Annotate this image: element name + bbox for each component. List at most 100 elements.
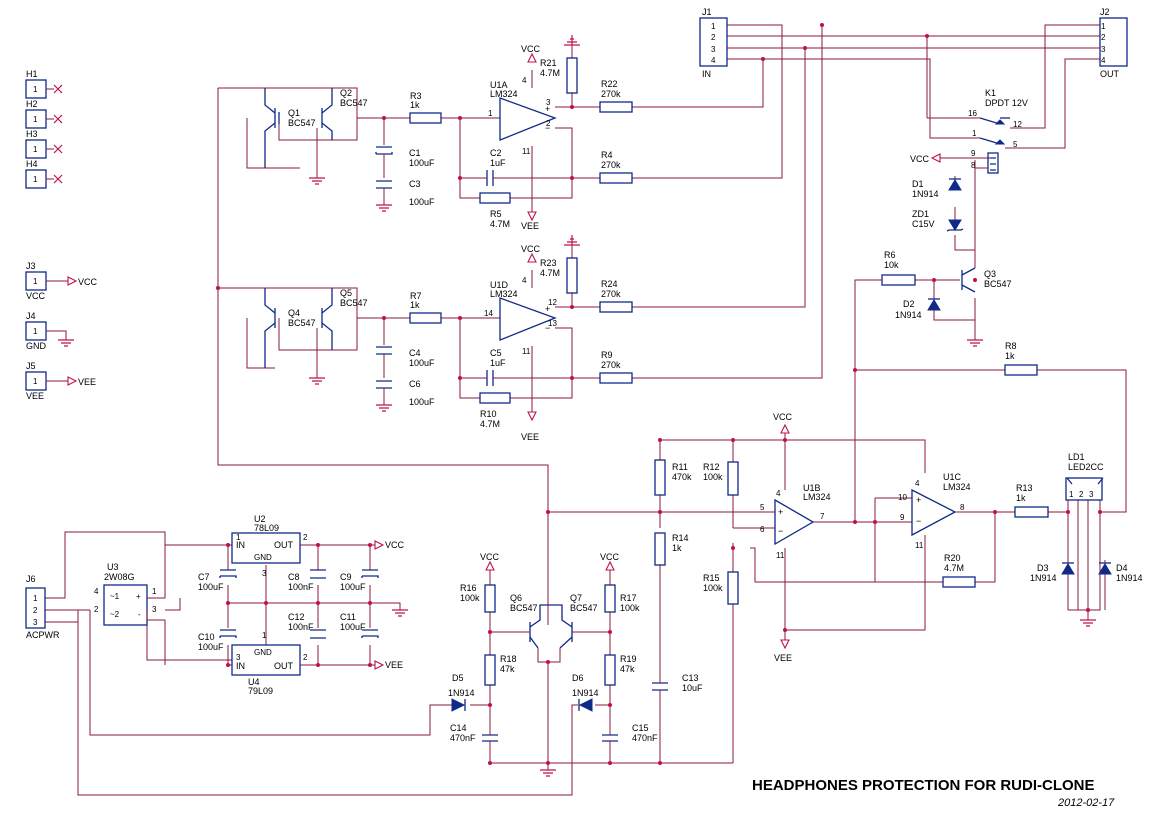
svg-text:1: 1 xyxy=(1101,22,1106,31)
svg-text:LM324: LM324 xyxy=(803,492,831,502)
led-ld1: LD1 LED2CC 1 2 3 xyxy=(1065,452,1104,501)
svg-text:R12: R12 xyxy=(703,462,720,472)
svg-text:R7: R7 xyxy=(410,291,422,301)
svg-text:9: 9 xyxy=(971,149,976,158)
transistor-q5: Q5 BC547 xyxy=(321,288,368,350)
svg-text:1k: 1k xyxy=(1016,493,1026,503)
svg-text:Q1: Q1 xyxy=(288,108,300,118)
ground-symbols xyxy=(309,35,1096,777)
svg-text:1k: 1k xyxy=(410,100,420,110)
svg-text:10k: 10k xyxy=(884,260,899,270)
svg-text:R17: R17 xyxy=(620,593,637,603)
svg-text:LED2CC: LED2CC xyxy=(1068,462,1104,472)
svg-text:C6: C6 xyxy=(409,379,421,389)
svg-text:100uF: 100uF xyxy=(409,358,435,368)
svg-text:1: 1 xyxy=(33,85,38,94)
svg-text:R15: R15 xyxy=(703,573,720,583)
svg-text:1N914: 1N914 xyxy=(572,688,599,698)
svg-text:2: 2 xyxy=(1101,33,1106,42)
svg-text:J3: J3 xyxy=(26,261,36,271)
svg-text:H2: H2 xyxy=(26,99,38,109)
svg-text:VCC: VCC xyxy=(78,277,98,287)
svg-text:1: 1 xyxy=(33,145,38,154)
svg-text:C8: C8 xyxy=(288,572,300,582)
svg-text:3: 3 xyxy=(236,653,241,662)
svg-text:4: 4 xyxy=(711,56,716,65)
svg-text:1N914: 1N914 xyxy=(895,310,922,320)
mounting-holes: H1 1 H2 1 H3 1 H4 1 xyxy=(25,69,63,189)
svg-text:2: 2 xyxy=(94,605,99,614)
svg-text:100k: 100k xyxy=(460,593,480,603)
svg-text:1: 1 xyxy=(236,533,241,542)
connector-j3: J3 1 VCC VCC xyxy=(25,261,98,301)
svg-text:LM324: LM324 xyxy=(490,89,518,99)
svg-text:D5: D5 xyxy=(452,673,464,683)
svg-text:IN: IN xyxy=(236,540,245,550)
svg-text:+: + xyxy=(136,592,141,601)
svg-text:1: 1 xyxy=(33,115,38,124)
transistor-q1: Q1 BC547 xyxy=(264,88,316,168)
svg-text:R23: R23 xyxy=(540,258,557,268)
svg-text:3: 3 xyxy=(546,98,551,107)
svg-text:1N914: 1N914 xyxy=(912,189,939,199)
svg-text:Q5: Q5 xyxy=(340,288,352,298)
svg-text:−: − xyxy=(916,516,921,526)
svg-text:R18: R18 xyxy=(500,654,517,664)
svg-text:U1A: U1A xyxy=(490,80,508,90)
svg-text:11: 11 xyxy=(522,147,531,156)
svg-text:J6: J6 xyxy=(26,574,36,584)
svg-text:5: 5 xyxy=(1013,140,1018,149)
svg-text:K1: K1 xyxy=(985,88,996,98)
svg-text:C14: C14 xyxy=(450,723,467,733)
svg-text:ACPWR: ACPWR xyxy=(26,630,60,640)
svg-text:U1C: U1C xyxy=(943,472,962,482)
svg-text:3: 3 xyxy=(152,605,157,614)
svg-text:VEE: VEE xyxy=(26,391,44,401)
svg-text:-: - xyxy=(138,610,141,619)
svg-text:2: 2 xyxy=(1079,490,1084,499)
svg-text:VEE: VEE xyxy=(385,660,403,670)
svg-text:2: 2 xyxy=(33,606,38,615)
svg-text:H1: H1 xyxy=(26,69,38,79)
svg-text:9: 9 xyxy=(900,513,905,522)
svg-text:10uF: 10uF xyxy=(682,683,703,693)
svg-text:C1: C1 xyxy=(409,148,421,158)
svg-text:VEE: VEE xyxy=(78,377,96,387)
svg-text:H3: H3 xyxy=(26,129,38,139)
svg-text:100uF: 100uF xyxy=(409,397,435,407)
schematic-title: HEADPHONES PROTECTION FOR RUDI-CLONE xyxy=(752,777,1095,794)
svg-text:C3: C3 xyxy=(409,179,421,189)
svg-text:100uF: 100uF xyxy=(340,582,366,592)
svg-text:D3: D3 xyxy=(1037,563,1049,573)
svg-text:R21: R21 xyxy=(540,58,557,68)
svg-text:VEE: VEE xyxy=(521,221,539,231)
connector-j1-in: J1 1 2 3 4 IN xyxy=(699,7,728,79)
svg-text:470nF: 470nF xyxy=(632,733,658,743)
svg-text:R19: R19 xyxy=(620,654,637,664)
svg-text:VCC: VCC xyxy=(480,552,500,562)
